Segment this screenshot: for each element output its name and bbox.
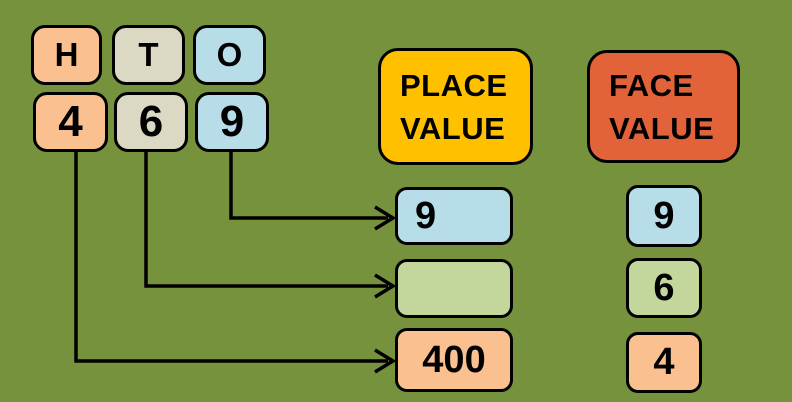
hto-cell-tens-letter: T: [112, 25, 185, 85]
hundreds-letter-label: H: [54, 36, 79, 73]
face-value-box-hundreds: 4: [626, 332, 702, 393]
connector-ones-to-place-value: [229, 150, 397, 231]
face-value-ones: 9: [653, 194, 675, 237]
tens-digit: 6: [138, 97, 164, 146]
place-value-ones: 9: [415, 194, 437, 237]
face-value-hundreds: 4: [653, 341, 675, 383]
hto-cell-ones-letter: O: [193, 25, 266, 85]
place-value-header-line1: PLACE: [400, 67, 508, 103]
hto-cell-hundreds-letter: H: [31, 25, 102, 85]
hto-cell-ones-digit: 9: [195, 92, 269, 152]
face-value-header-line1: FACE: [609, 67, 694, 103]
connector-hundreds-to-place-value: [74, 150, 397, 374]
hto-cell-tens-digit: 6: [114, 92, 188, 152]
arrowhead-icon: [374, 348, 397, 374]
face-value-box-tens: 6: [626, 258, 702, 318]
connector-tens-to-place-value: [144, 150, 397, 299]
arrowhead-icon: [374, 273, 397, 299]
place-value-box-hundreds: 400: [395, 328, 513, 392]
face-value-header: FACE VALUE: [587, 50, 740, 163]
face-value-tens: 6: [653, 266, 675, 309]
ones-letter-label: O: [216, 36, 243, 73]
hundreds-digit: 4: [58, 97, 83, 146]
arrowhead-icon: [374, 205, 397, 231]
place-value-box-ones: 9: [395, 187, 513, 245]
ones-digit: 9: [219, 97, 245, 146]
face-value-box-ones: 9: [626, 185, 702, 247]
place-value-hundreds: 400: [422, 338, 486, 381]
place-value-header-line2: VALUE: [400, 110, 506, 146]
tens-letter-label: T: [138, 36, 159, 73]
place-value-header: PLACE VALUE: [378, 48, 533, 165]
place-value-box-tens: [395, 259, 513, 318]
face-value-header-line2: VALUE: [609, 110, 715, 146]
hto-cell-hundreds-digit: 4: [33, 92, 108, 152]
